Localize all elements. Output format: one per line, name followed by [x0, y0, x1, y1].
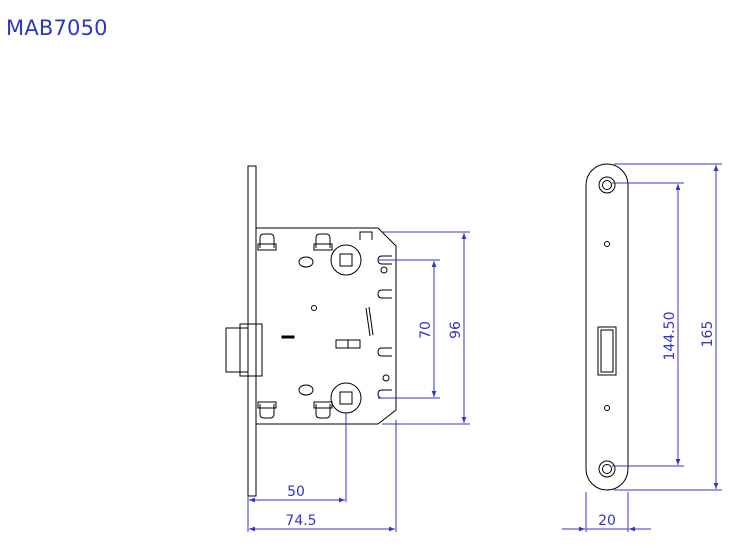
dim-label-74-5: 74.5 [285, 513, 316, 529]
dim-label-50: 50 [287, 484, 305, 500]
handle-follower [330, 244, 362, 276]
lock-front-view [585, 163, 629, 491]
dim-label-96: 96 [448, 321, 464, 339]
right-slots [377, 255, 392, 399]
dimension-lines [247, 163, 722, 532]
top-screw-hole [598, 176, 616, 194]
dimension-labels: 50 74.5 70 96 144.50 165 20 [285, 312, 716, 530]
dim-label-165: 165 [700, 321, 716, 348]
bottom-screw-hole [598, 460, 616, 478]
latch-opening [597, 326, 617, 376]
dim-label-70: 70 [418, 321, 434, 339]
lock-case-outline [255, 227, 397, 425]
latch-bolt [225, 327, 249, 373]
lock-side-view [225, 165, 397, 497]
key-hole [330, 382, 362, 414]
bottom-slots [257, 401, 333, 419]
model-title: MAB7050 [6, 16, 108, 40]
front-faceplate [585, 163, 629, 491]
side-faceplate [247, 165, 257, 497]
dim-label-20: 20 [598, 513, 616, 529]
top-slots [257, 231, 373, 251]
dim-label-144-50: 144.50 [662, 312, 678, 361]
